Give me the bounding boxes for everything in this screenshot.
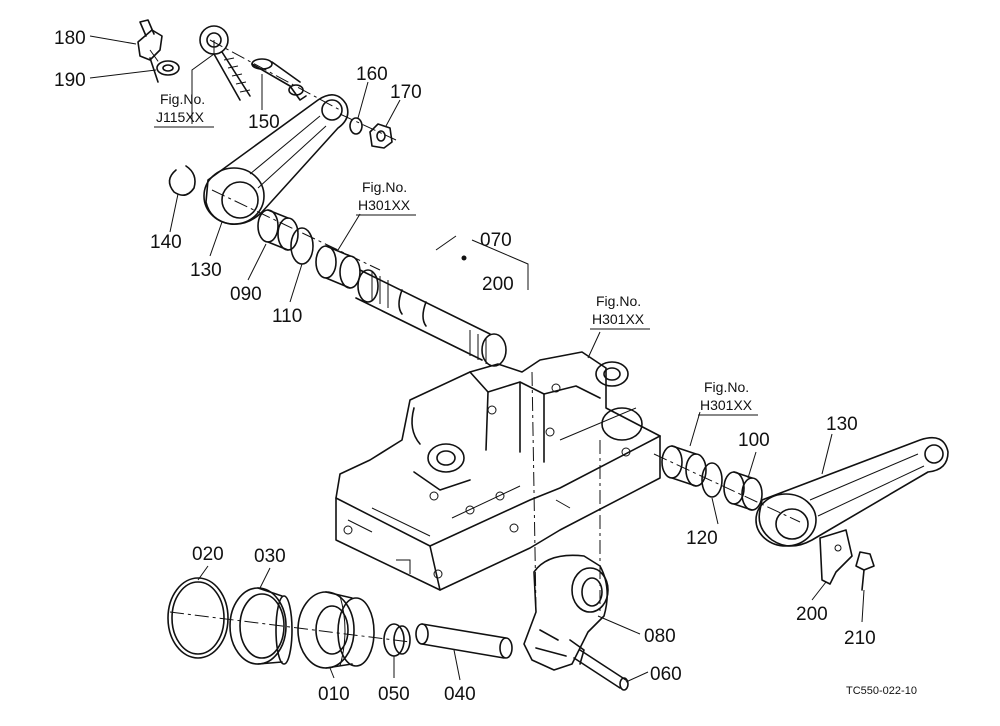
label-040: 040 bbox=[444, 684, 476, 705]
label-210: 210 bbox=[844, 628, 876, 649]
ref-label-1: Fig.No. bbox=[160, 91, 205, 107]
label-030: 030 bbox=[254, 546, 286, 567]
label-170: 170 bbox=[390, 82, 422, 103]
lift-arm-upper bbox=[203, 94, 349, 226]
rod-040 bbox=[415, 623, 513, 659]
bushing-shaft bbox=[315, 245, 361, 289]
drawing-code: TC550-022-10 bbox=[846, 685, 917, 697]
washer-160 bbox=[349, 117, 363, 135]
label-090: 090 bbox=[230, 284, 262, 305]
shaft-bracket bbox=[435, 235, 529, 290]
pin-150 bbox=[251, 58, 307, 101]
label-010: 010 bbox=[318, 684, 350, 705]
label-020: 020 bbox=[192, 544, 224, 565]
centerlines bbox=[149, 39, 801, 643]
label-130-lower: 130 bbox=[826, 414, 858, 435]
lift-arm-lower bbox=[755, 436, 949, 547]
label-060: 060 bbox=[650, 664, 682, 685]
bushing-090 bbox=[257, 209, 299, 251]
label-120: 120 bbox=[686, 528, 718, 549]
arm-080 bbox=[523, 554, 609, 671]
ref-code-4: H301XX bbox=[700, 397, 753, 413]
part-labels: 180 190 150 160 170 140 130 090 110 070 … bbox=[54, 28, 876, 705]
pin-060 bbox=[573, 649, 629, 691]
label-200-lower: 200 bbox=[796, 604, 828, 625]
piston-010 bbox=[297, 591, 375, 669]
circlip-140 bbox=[168, 165, 196, 196]
bushing-100 bbox=[723, 471, 763, 511]
hydraulic-housing bbox=[335, 351, 661, 591]
ref-label-2: Fig.No. bbox=[362, 179, 407, 195]
label-130-upper: 130 bbox=[190, 260, 222, 281]
splined-shaft-070 bbox=[355, 255, 507, 367]
ref-code-3: H301XX bbox=[592, 311, 645, 327]
ref-code-2: H301XX bbox=[358, 197, 411, 213]
label-100: 100 bbox=[738, 430, 770, 451]
o-ring-120 bbox=[701, 462, 723, 498]
label-080: 080 bbox=[644, 626, 676, 647]
ref-code-1: J115XX bbox=[156, 109, 205, 125]
label-070: 070 bbox=[480, 230, 512, 251]
bolt-210 bbox=[855, 551, 875, 591]
bushing-right bbox=[661, 445, 707, 487]
leader-lines bbox=[89, 35, 865, 683]
label-110: 110 bbox=[272, 306, 302, 327]
bracket-200 bbox=[819, 529, 853, 585]
ball-joint bbox=[199, 25, 251, 101]
figure-references: Fig.No. J115XX Fig.No. H301XX Fig.No. H3… bbox=[154, 91, 758, 416]
nut-170 bbox=[369, 123, 393, 149]
label-160: 160 bbox=[356, 64, 388, 85]
ring-030 bbox=[229, 587, 293, 665]
label-180: 180 bbox=[54, 28, 86, 49]
label-050: 050 bbox=[378, 684, 410, 705]
o-ring-020 bbox=[167, 577, 229, 659]
label-200-upper: 200 bbox=[482, 274, 514, 295]
label-150: 150 bbox=[248, 112, 280, 133]
washer-190 bbox=[156, 60, 180, 76]
pin-180 bbox=[137, 19, 163, 83]
label-140: 140 bbox=[150, 232, 182, 253]
ref-label-4: Fig.No. bbox=[704, 379, 749, 395]
label-190: 190 bbox=[54, 70, 86, 91]
ref-label-3: Fig.No. bbox=[596, 293, 641, 309]
